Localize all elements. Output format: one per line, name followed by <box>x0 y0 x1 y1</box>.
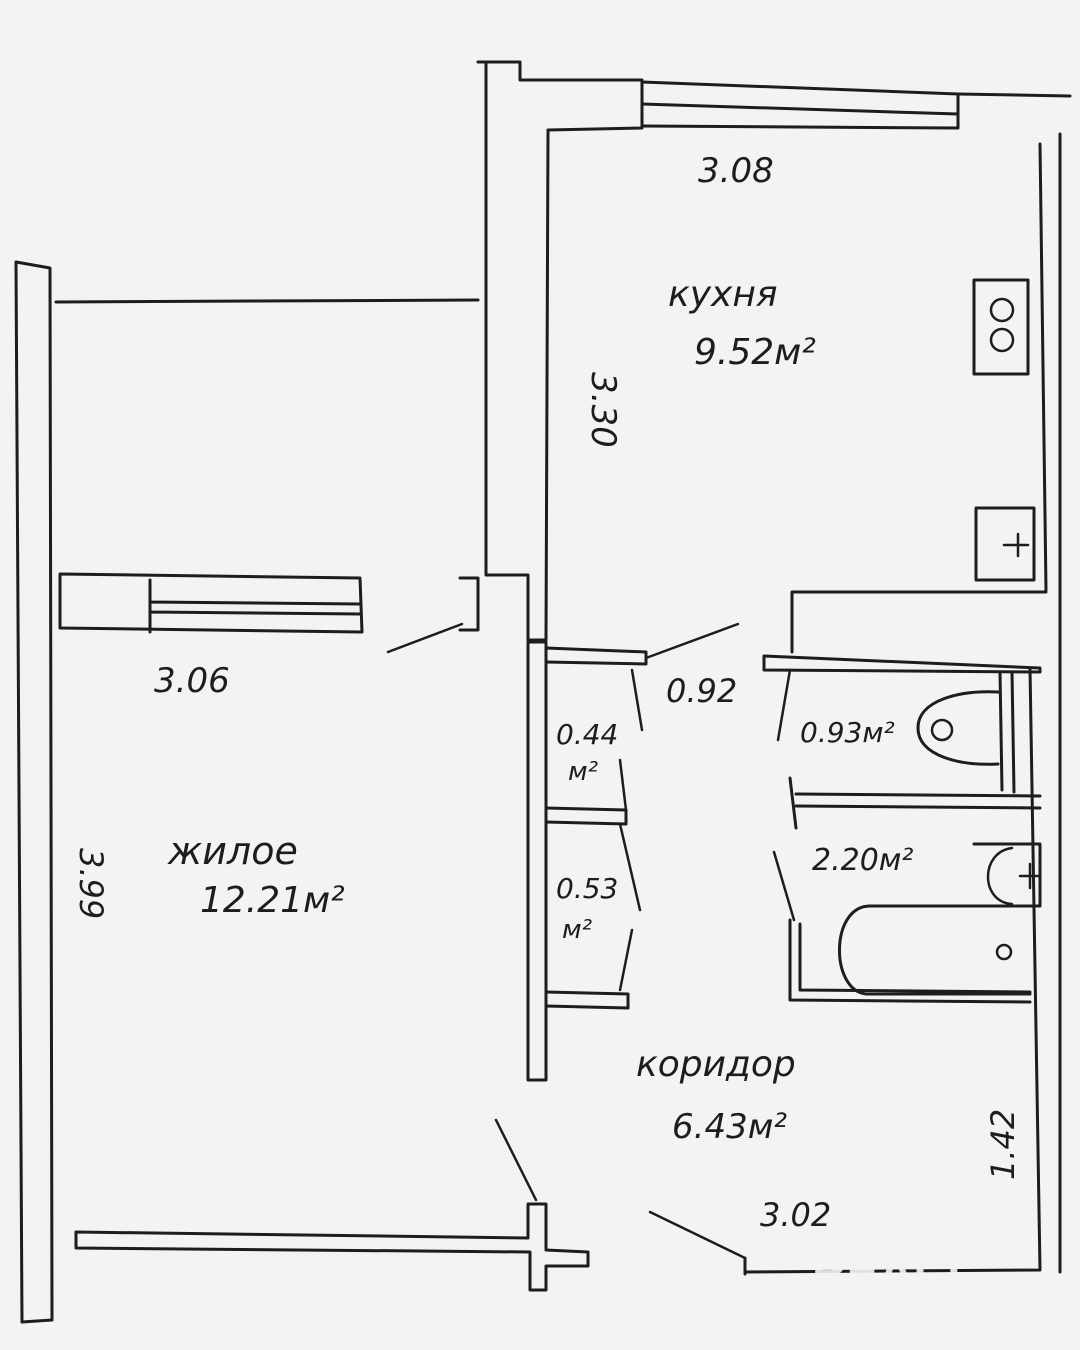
closet-divider <box>544 806 628 826</box>
kitchen-length-label: 3.30 <box>583 372 623 448</box>
kitchen-sink-icon <box>974 506 1036 582</box>
corridor-left-wall <box>526 640 548 1082</box>
kitchen-window <box>640 80 960 130</box>
bathtub-drain <box>995 943 1013 961</box>
realt-watermark: REALT <box>812 1246 968 1299</box>
central-wall <box>476 60 644 642</box>
bathroom-walls <box>762 590 1048 1004</box>
right-wall <box>743 132 1062 1274</box>
living-wall-stub <box>458 576 480 632</box>
closet-bottom <box>544 990 630 1010</box>
washbasin-icon <box>986 846 1014 906</box>
living-area-label: 12.21м² <box>200 880 345 921</box>
kitchen-name-label: кухня <box>668 274 778 315</box>
bathtub-icon <box>838 904 1032 996</box>
kitchen-sink-tap <box>1002 532 1030 558</box>
living-window <box>58 572 364 634</box>
closet-upper-area-line1: 0.44 <box>556 718 618 751</box>
kitchen-partition <box>790 590 1048 654</box>
fixtures <box>838 278 1042 996</box>
closet-upper-area-line2: м² <box>568 757 598 787</box>
toilet-icon <box>916 690 1000 766</box>
stove-icon <box>972 278 1030 376</box>
bath-door-swing <box>772 850 796 922</box>
corridor-name-label: коридор <box>636 1044 796 1085</box>
doorway-width-label: 0.92 <box>666 672 737 710</box>
toilet-top-wall <box>762 654 1042 674</box>
bathroom-box <box>788 918 1032 1004</box>
toilet-bath-divider <box>788 776 1042 830</box>
doors <box>74 622 796 1292</box>
corridor-area-label: 6.43м² <box>672 1107 787 1147</box>
living-top-wall <box>54 298 480 304</box>
top-right-wall <box>956 92 1072 98</box>
toilet-area-label: 0.93м² <box>800 716 895 749</box>
closet1-door-swing <box>630 668 644 732</box>
living-name-label: жилое <box>167 829 298 873</box>
kitchen-door-swing <box>644 622 740 660</box>
toilet-right-stub <box>998 670 1016 794</box>
toilet-drain <box>930 718 954 742</box>
kitchen-width-label: 3.08 <box>698 151 774 191</box>
living-length-label: 3.99 <box>72 848 110 919</box>
stove-burner-1 <box>989 297 1015 323</box>
living-lower-wall <box>74 1202 590 1292</box>
outer-walls <box>14 60 1072 1324</box>
living-door-swing <box>386 622 464 654</box>
kitchen-area-label: 9.52м² <box>694 332 816 373</box>
living-lower-door-swing <box>494 1118 538 1202</box>
closet1-door-swing-2 <box>618 758 628 812</box>
living-left-wall <box>14 260 54 1324</box>
closet2-door-swing-2 <box>618 928 634 992</box>
stove-burner-2 <box>989 327 1015 353</box>
toilet-door-swing <box>776 668 792 742</box>
bathroom-area-label: 2.20м² <box>812 843 913 878</box>
entry-door-swing <box>648 1210 747 1260</box>
living-width-label: 3.06 <box>154 661 230 701</box>
closet-lower-area-line2: м² <box>562 915 592 945</box>
washbasin-tap <box>1018 862 1042 890</box>
corridor-length-label: 1.42 <box>984 1109 1022 1180</box>
corridor-width-label: 3.02 <box>760 1196 831 1234</box>
closet-lower-area-line1: 0.53 <box>556 872 618 905</box>
labels: 3.08 кухня 9.52м² 3.30 3.06 жилое 12.21м… <box>72 151 1022 1234</box>
closet2-door-swing <box>618 822 642 912</box>
